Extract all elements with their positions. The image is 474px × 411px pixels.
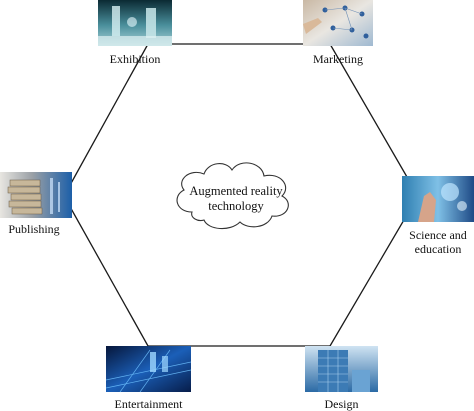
label-publishing: Publishing bbox=[8, 222, 60, 236]
center-cloud: Augmented reality technology bbox=[176, 162, 289, 230]
edge-entertainment-publishing bbox=[63, 195, 149, 347]
science-photo bbox=[402, 176, 474, 222]
center-title-line1: Augmented reality bbox=[189, 184, 283, 198]
edge-marketing-science bbox=[329, 43, 419, 197]
exhibition-photo bbox=[98, 0, 172, 46]
entertainment-photo bbox=[105, 346, 192, 393]
label-design: Design bbox=[324, 397, 359, 411]
cloud-shape bbox=[176, 162, 289, 230]
label-marketing: Marketing bbox=[313, 52, 363, 66]
marketing-photo bbox=[303, 0, 373, 46]
center-title-line2: technology bbox=[208, 199, 264, 213]
label-entertainment: Entertainment bbox=[114, 397, 183, 411]
label-exhibition: Exhibition bbox=[109, 52, 161, 66]
label-science-line2: education bbox=[414, 242, 462, 256]
design-photo bbox=[305, 346, 378, 392]
publishing-photo bbox=[0, 172, 72, 218]
edge-publishing-exhibition bbox=[63, 43, 149, 197]
label-science-line1: Science and bbox=[409, 228, 467, 242]
